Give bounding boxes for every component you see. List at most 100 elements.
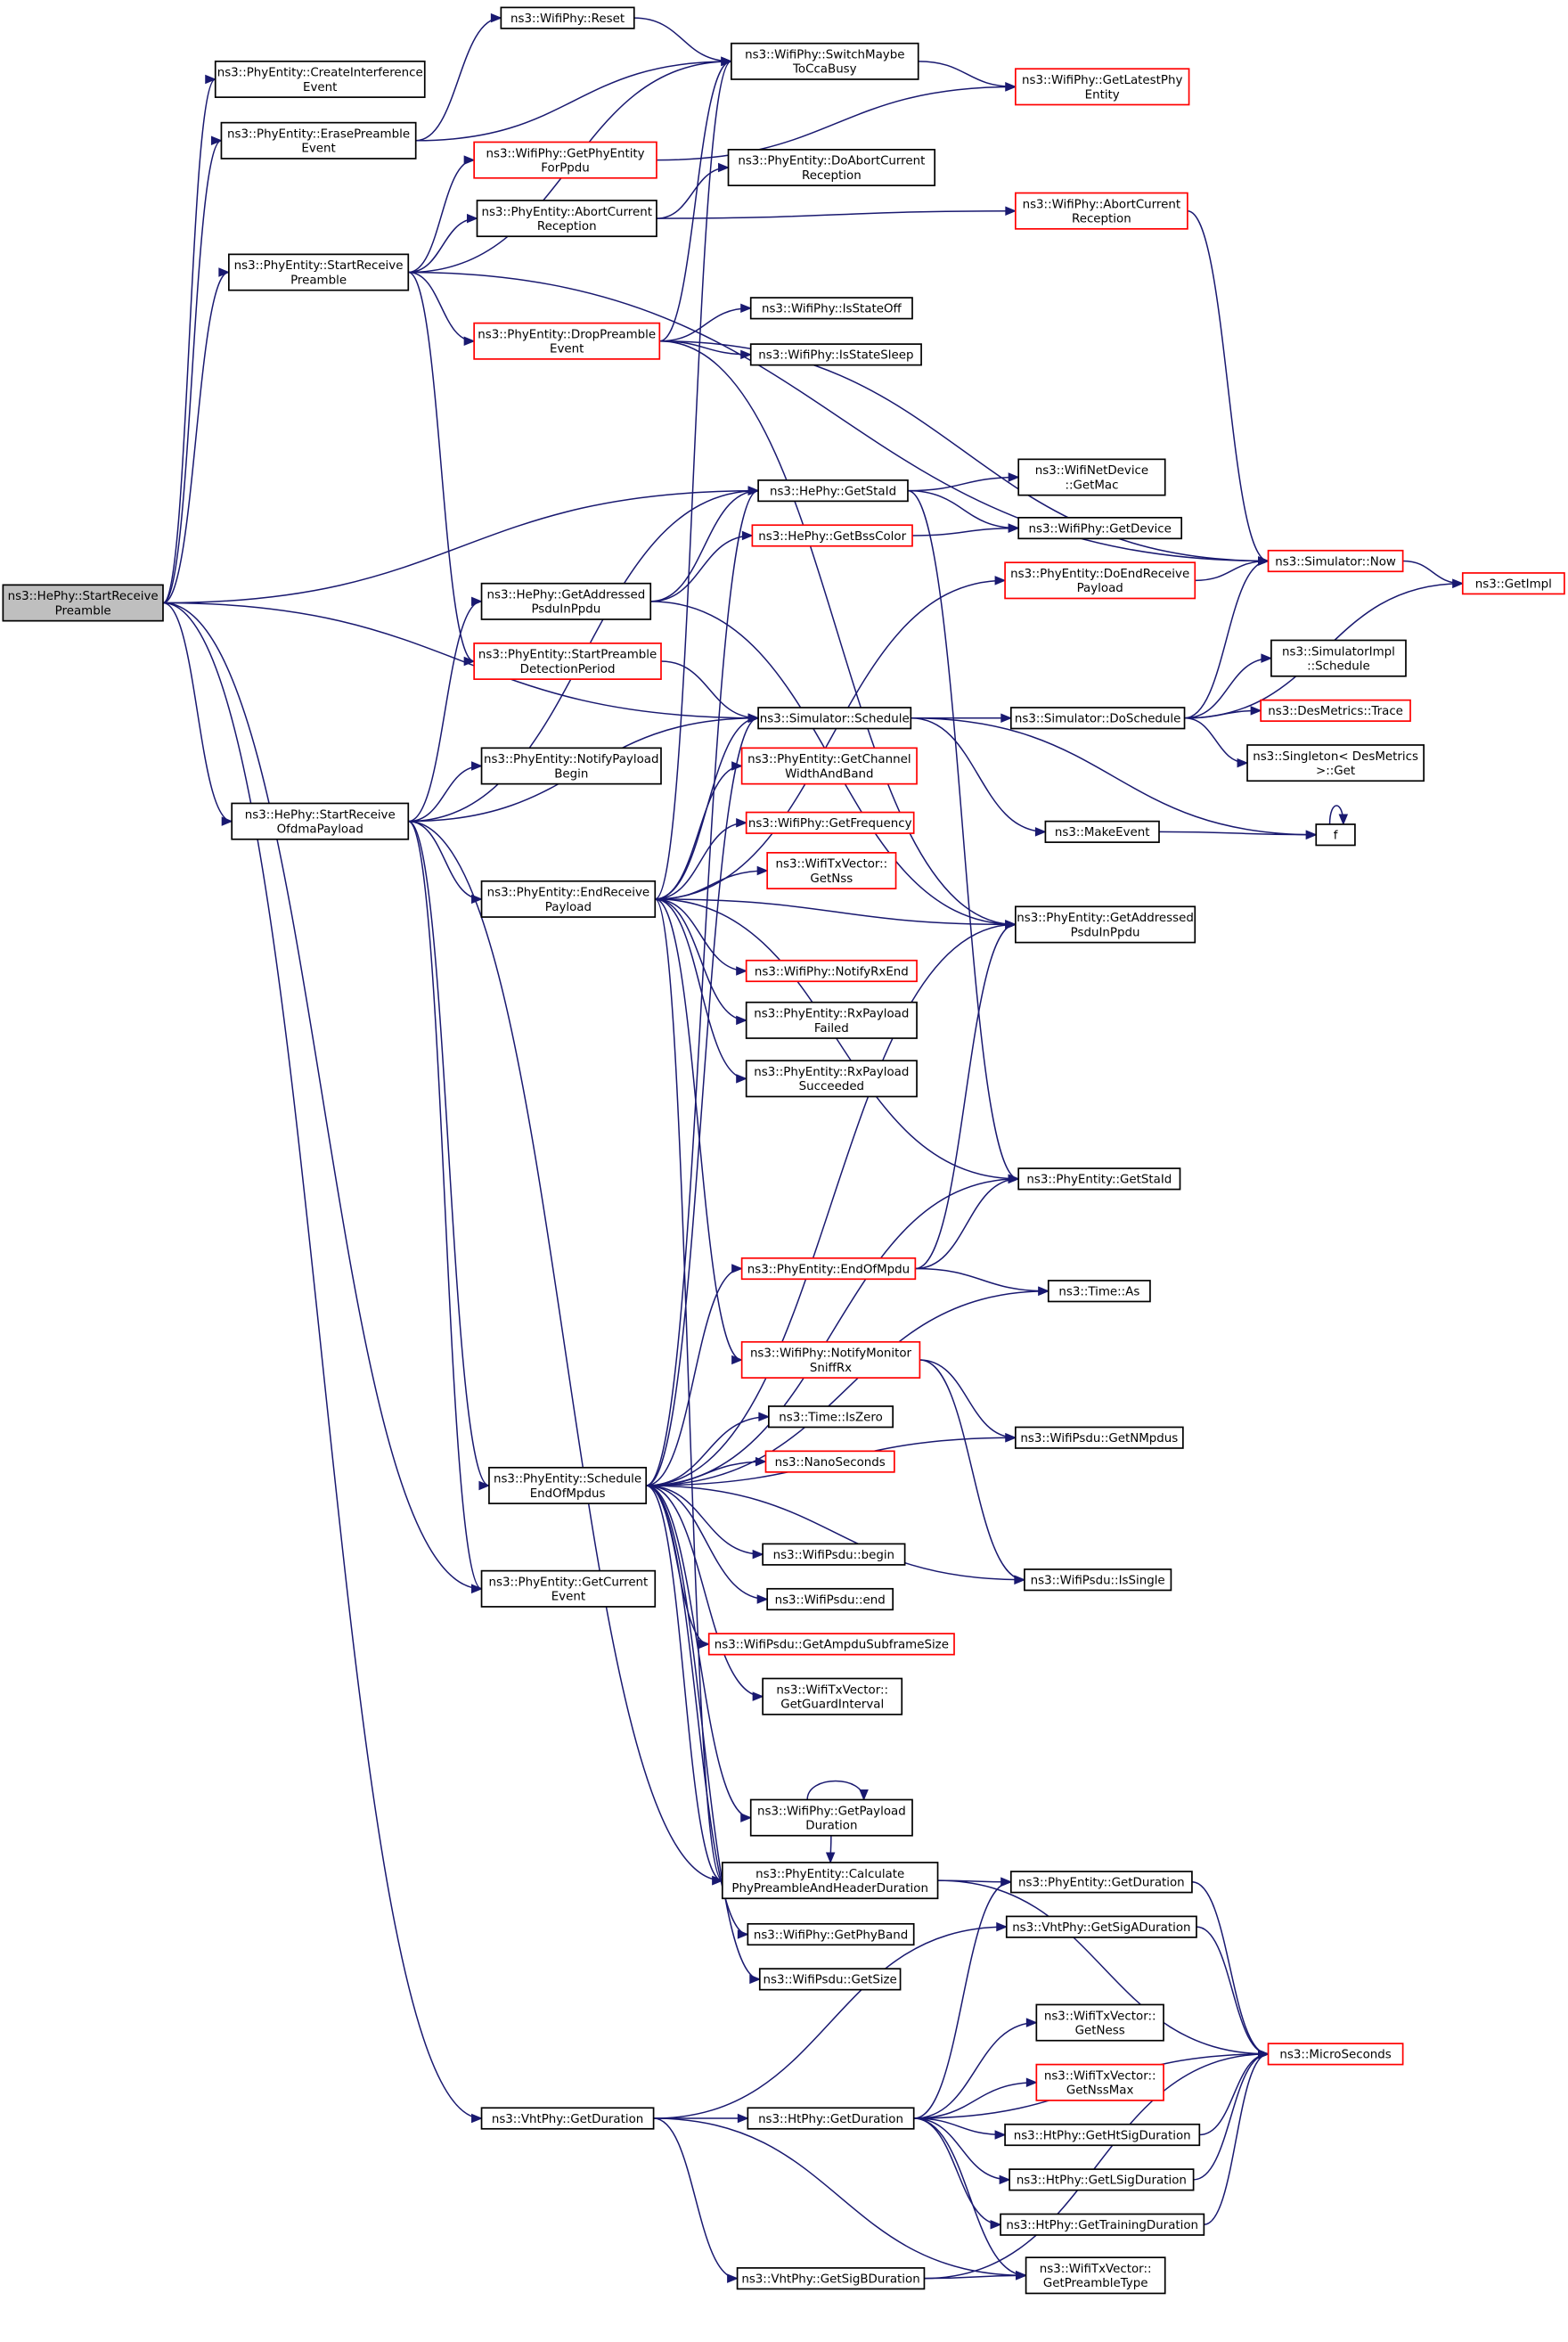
node-n50[interactable]: ns3::WifiPsdu::end xyxy=(766,1587,894,1611)
node-n34[interactable]: ns3::WifiTxVector::GetNss xyxy=(766,852,897,889)
node-n32[interactable]: ns3::MakeEvent xyxy=(1044,820,1160,843)
node-n64[interactable]: ns3::HtPhy::GetDuration xyxy=(747,2107,915,2130)
edge-n47-n57 xyxy=(646,1485,749,1939)
node-n58[interactable]: ns3::VhtPhy::GetSigADuration xyxy=(1005,1915,1197,1938)
edge-n11-n36 xyxy=(659,340,1017,929)
node-label: ns3::MicroSeconds xyxy=(1279,2049,1391,2062)
node-n66[interactable]: ns3::HtPhy::GetLSigDuration xyxy=(1009,2168,1195,2191)
node-n63[interactable]: ns3::VhtPhy::GetDuration xyxy=(480,2107,655,2130)
node-n24[interactable]: ns3::Simulator::Schedule xyxy=(757,707,912,730)
node-n26[interactable]: ns3::DesMetrics::Trace xyxy=(1260,699,1411,722)
node-n69[interactable]: ns3::WifiTxVector::GetPreambleType xyxy=(1025,2256,1166,2295)
node-label: ns3::HePhy::GetAddressed xyxy=(486,589,645,602)
edge-n30-n35 xyxy=(408,820,483,905)
node-n59[interactable]: ns3::WifiPsdu::GetSize xyxy=(758,1968,902,1991)
edge-arrowhead xyxy=(1000,1877,1013,1888)
node-n23[interactable]: ns3::SimulatorImpl::Schedule xyxy=(1270,639,1407,677)
node-n45[interactable]: ns3::Time::IsZero xyxy=(768,1405,894,1429)
node-n40[interactable]: ns3::PhyEntity::GetStaId xyxy=(1017,1167,1181,1191)
node-label: ns3::HtPhy::GetTrainingDuration xyxy=(1006,2219,1198,2232)
edge-arrowhead xyxy=(1038,1286,1050,1296)
node-box xyxy=(480,880,657,918)
node-n20[interactable]: ns3::Simulator::Now xyxy=(1267,549,1404,573)
node-n31[interactable]: ns3::WifiPhy::GetFrequency xyxy=(745,811,915,834)
node-n65[interactable]: ns3::HtPhy::GetHtSigDuration xyxy=(1004,2123,1201,2147)
edge-n0-n24 xyxy=(162,602,760,724)
edge-arrowhead xyxy=(740,1813,753,1822)
node-n53[interactable]: ns3::WifiTxVector::GetGuardInterval xyxy=(762,1677,903,1716)
node-n15[interactable]: ns3::WifiNetDevice::GetMac xyxy=(1017,458,1166,496)
node-box xyxy=(736,2267,926,2290)
node-n25[interactable]: ns3::Simulator::DoSchedule xyxy=(1009,707,1186,730)
node-n68[interactable]: ns3::VhtPhy::GetSigBDuration xyxy=(736,2267,926,2290)
node-n14[interactable]: ns3::HePhy::GetStaId xyxy=(757,479,909,503)
node-box xyxy=(220,121,417,160)
node-n44[interactable]: ns3::WifiPsdu::GetNMpdus xyxy=(1014,1426,1184,1449)
node-n52[interactable]: ns3::WifiPsdu::GetAmpduSubframeSize xyxy=(707,1633,955,1656)
edge-line xyxy=(659,61,732,342)
edge-n47-n50 xyxy=(646,1485,769,1604)
node-n21[interactable]: ns3::GetImpl xyxy=(1461,572,1565,595)
node-n56[interactable]: ns3::PhyEntity::GetDuration xyxy=(1009,1871,1193,1894)
edge-arrowhead xyxy=(1008,523,1020,533)
node-label: >::Get xyxy=(1316,765,1355,778)
node-label: DetectionPeriod xyxy=(520,663,616,676)
node-n22[interactable]: ns3::PhyEntity::StartPreambleDetectionPe… xyxy=(473,642,662,680)
node-n57[interactable]: ns3::WifiPhy::GetPhyBand xyxy=(747,1922,915,1946)
node-n33[interactable]: f xyxy=(1315,823,1356,847)
node-n3[interactable]: ns3::WifiPhy::Reset xyxy=(500,6,635,29)
edge-arrowhead xyxy=(736,966,747,976)
node-n27[interactable]: ns3::Singleton< DesMetrics>::Get xyxy=(1246,744,1425,782)
edge-arrowhead xyxy=(1258,556,1270,566)
node-n48[interactable]: ns3::WifiPsdu::begin xyxy=(762,1543,906,1566)
node-n16[interactable]: ns3::WifiPhy::GetDevice xyxy=(1017,516,1183,540)
node-n41[interactable]: ns3::PhyEntity::EndOfMpdu xyxy=(740,1257,917,1281)
node-n37[interactable]: ns3::WifiPhy::NotifyRxEnd xyxy=(745,959,918,983)
node-n51[interactable]: ns3::WifiPsdu::IsSingle xyxy=(1024,1568,1172,1592)
node-n17[interactable]: ns3::HePhy::GetBssColor xyxy=(751,524,913,547)
node-n62[interactable]: ns3::WifiTxVector::GetNssMax xyxy=(1035,2063,1164,2101)
node-n60[interactable]: ns3::WifiTxVector::GetNess xyxy=(1035,2003,1164,2042)
node-n12[interactable]: ns3::WifiPhy::IsStateOff xyxy=(749,297,913,320)
node-n46[interactable]: ns3::NanoSeconds xyxy=(764,1450,895,1473)
edge-line xyxy=(646,1178,1019,1486)
edge-arrowhead xyxy=(1008,1174,1020,1184)
node-n61[interactable]: ns3::MicroSeconds xyxy=(1267,2043,1404,2066)
edge-arrowhead xyxy=(718,162,730,173)
edge-n0-n14 xyxy=(162,486,760,604)
edge-line xyxy=(408,820,482,900)
node-n67[interactable]: ns3::HtPhy::GetTrainingDuration xyxy=(1000,2213,1205,2236)
node-n13[interactable]: ns3::WifiPhy::IsStateSleep xyxy=(749,343,922,366)
node-label: ns3::PhyEntity::StartPreamble xyxy=(478,649,657,662)
edge-n2-n4 xyxy=(415,56,733,142)
edge-n47-n36 xyxy=(646,920,1017,1486)
node-label: ns3::PhyEntity::Calculate xyxy=(755,1868,904,1881)
node-n42[interactable]: ns3::Time::As xyxy=(1047,1280,1151,1303)
node-label: ns3::WifiPhy::GetDevice xyxy=(1029,522,1172,536)
node-n55[interactable]: ns3::PhyEntity::CalculatePhyPreambleAndH… xyxy=(721,1862,939,1900)
